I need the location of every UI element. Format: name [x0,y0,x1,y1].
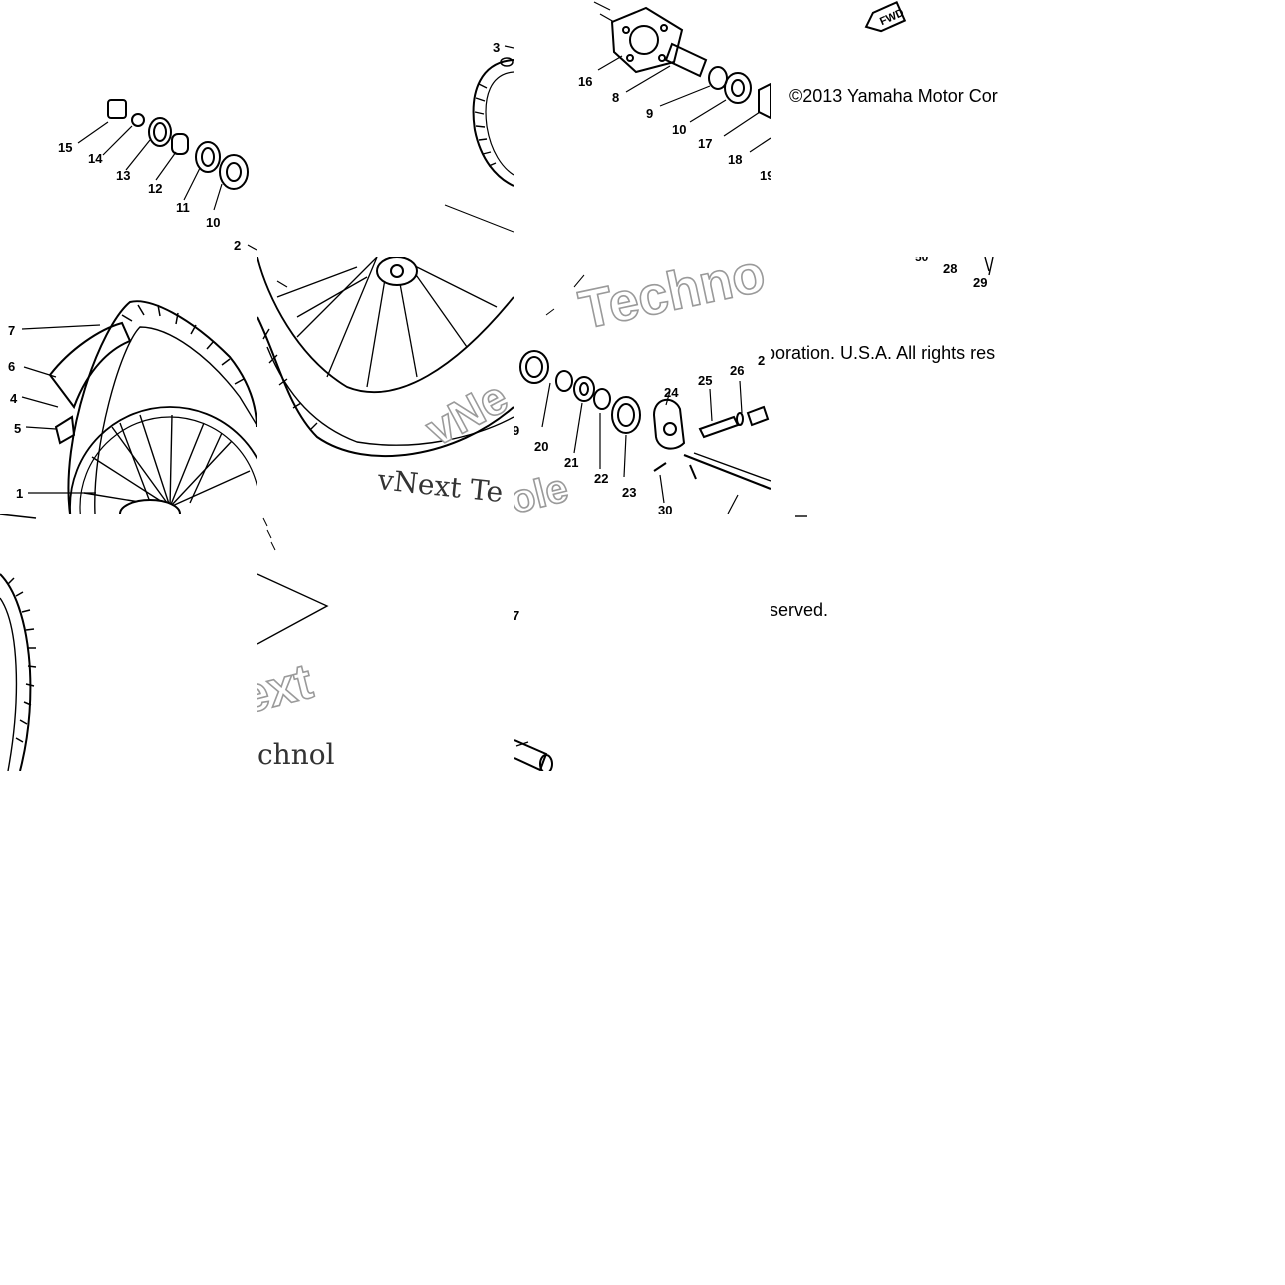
tile-rear-wheel: vNext Te vNe [257,257,514,514]
tire-outline [472,59,514,187]
nut-part-2 [746,405,770,427]
callout-19: 19 [760,168,771,183]
callout-6: 6 [8,359,15,374]
callout-15: 15 [58,140,72,155]
bearing-part-5 [573,376,595,402]
callout-3: 3 [493,40,500,55]
tile-front-wheel: 7 6 4 5 1 [0,257,257,514]
washer-part [131,113,145,127]
rear-wheel-drawing: vNext Te vNe [257,257,514,509]
tire-arc-outline [0,573,32,771]
callout-23: 23 [622,485,636,500]
callout-13: 13 [116,168,130,183]
rear-tire-outline [257,316,514,458]
callout-1: 1 [16,486,23,501]
tile-hub-bearings: 15 14 13 12 11 10 2 [0,0,257,257]
watermark-drawing: ext chnol [257,517,335,771]
watermark-outline-bottom: ole [514,466,572,514]
bearing-part-3 [724,72,752,104]
collar-part-2 [652,399,686,450]
tile-axle-end: 7 [514,514,771,771]
oil-seal-part-2 [611,396,641,434]
tile-fwd-copyright: FWD ©2013 Yamaha Motor Cor [771,0,1028,257]
callout-16: 16 [578,74,592,89]
front-tire-outline [67,300,257,514]
rear-hub [376,257,418,286]
tile-rear-hub-top: 16 8 9 10 17 18 19 [514,0,771,257]
tile-rear-axle: Techno [514,257,771,514]
hub-bearings-drawing: 15 14 13 12 11 10 2 [58,99,257,253]
callout-20: 20 [534,439,548,454]
callout-26: 26 [730,363,744,378]
callout-2: 2 [234,238,241,253]
tile-watermark: ext chnol [257,514,514,771]
bearing-part-4 [519,350,549,384]
rear-axle-drawing: Techno [514,257,771,514]
callout-8: 8 [612,90,619,105]
watermark-outline-b: ext [257,653,318,725]
callout-25: 25 [698,373,712,388]
callout-12: 12 [148,181,162,196]
callout-18: 18 [728,152,742,167]
callout-30: 30 [658,503,672,514]
bolt-part [698,415,740,439]
axle-end-part [514,739,548,771]
washer-part-2 [555,370,573,392]
callout-22: 22 [594,471,608,486]
fwd-arrow-icon: FWD [864,0,907,33]
callout-5: 5 [14,421,21,436]
callout-10b: 10 [672,122,686,137]
bearing-part-2 [219,154,249,190]
callout-4: 4 [10,391,18,406]
watermark-serif-b: chnol [257,738,335,771]
callout-21: 21 [564,455,578,470]
tile-tire-top: 3 [257,0,514,257]
rear-hub-top-drawing: 16 8 9 10 17 18 19 [578,1,771,183]
tile-copyright-3: served. [771,514,1028,771]
callout-28: 28 [943,261,957,276]
callout-11: 11 [176,200,190,215]
copyright-line-3: served. [771,600,829,620]
seal-part [708,66,728,90]
axle-end-drawing: 7 [514,608,553,771]
copyright-line-1: ©2013 Yamaha Motor Cor [789,86,998,106]
svg-text:50: 50 [915,257,929,264]
fwd-drawing: FWD [864,0,907,33]
watermark-outline-a: Techno [574,257,770,341]
callouts-28-29-drawing: 50 28 29 [915,257,994,290]
tile-tire-arc [0,514,257,771]
callout-14: 14 [88,151,103,166]
axle-part [683,453,771,491]
tire-arc-drawing [0,514,37,771]
sleeve-part [664,42,708,78]
seal-part-2 [593,388,611,410]
front-hub [119,499,181,514]
collar-part [107,99,127,119]
oil-seal-part [148,117,172,147]
tire-top-drawing: 3 [444,40,514,233]
callout-2b: 2 [758,353,765,368]
callout-7b: 7 [514,608,519,623]
callout-9: 9 [646,106,653,121]
callout-17: 17 [698,136,712,151]
callout-29: 29 [973,275,987,290]
callout-24: 24 [664,385,679,400]
hub-plate-part [610,6,684,74]
copyright-line-2: rporation. U.S.A. All rights res [771,343,996,363]
front-wheel-drawing: 7 6 4 5 1 [8,300,257,514]
inner-tube-part [48,321,132,410]
valve-part [54,415,76,445]
spacer-part [171,133,189,155]
callout-9b: 9 [514,423,519,438]
tile-copyright-2: 50 28 29 rporation. U.S.A. All rights re… [771,257,1028,514]
callout-10: 10 [206,215,220,230]
callout-7: 7 [8,323,15,338]
bearing-part [195,141,221,173]
nut-part [758,82,771,120]
watermark-serif-a: vNext Te [375,463,505,509]
